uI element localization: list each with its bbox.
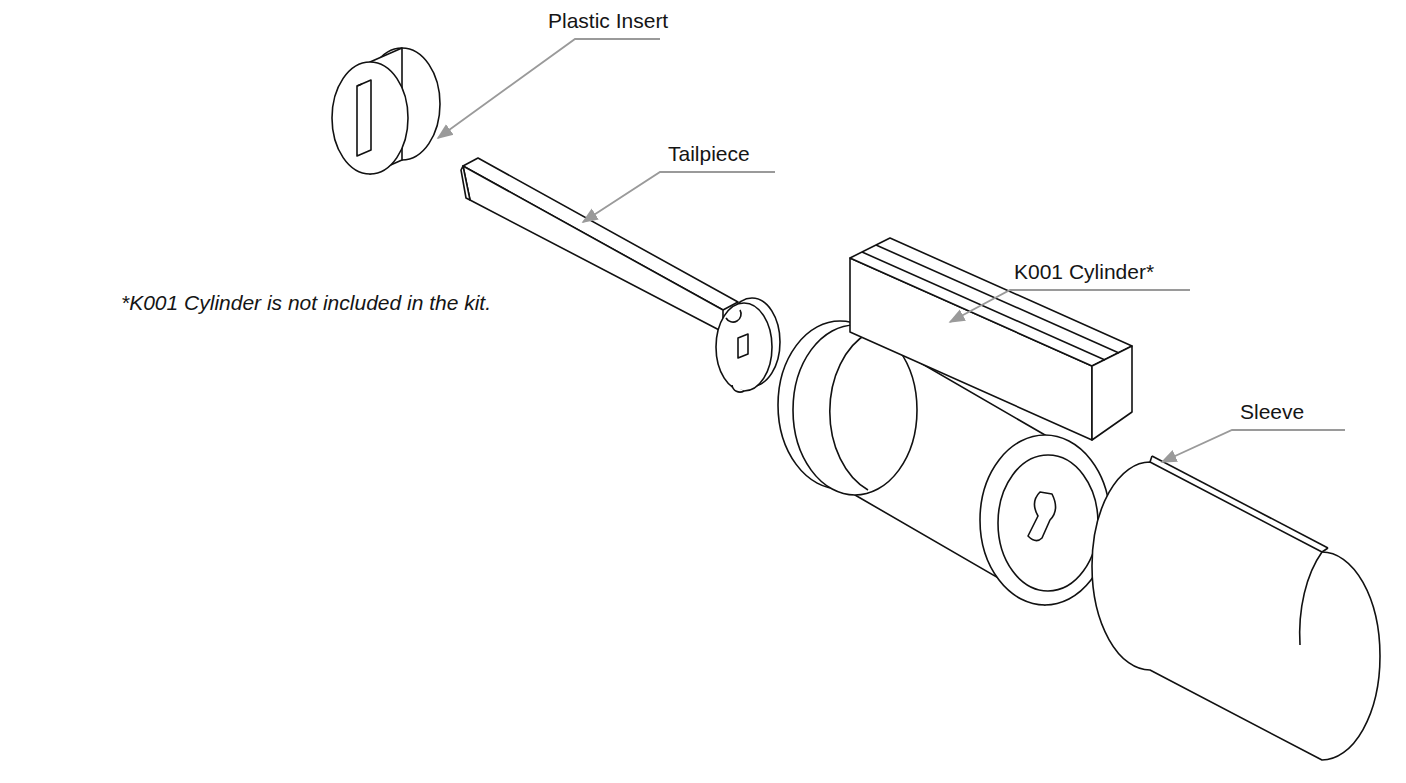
part-label: K001 Cylinder* — [1014, 259, 1154, 284]
part-label: Plastic Insert — [548, 8, 668, 33]
k001-cylinder — [778, 238, 1132, 605]
leader-lines — [438, 39, 1345, 462]
plastic-insert — [332, 48, 440, 174]
tailpiece — [461, 158, 780, 392]
part-label: Sleeve — [1240, 399, 1304, 424]
footnote: *K001 Cylinder is not included in the ki… — [121, 290, 491, 315]
sleeve — [1092, 456, 1380, 760]
part-label: Tailpiece — [668, 141, 750, 166]
